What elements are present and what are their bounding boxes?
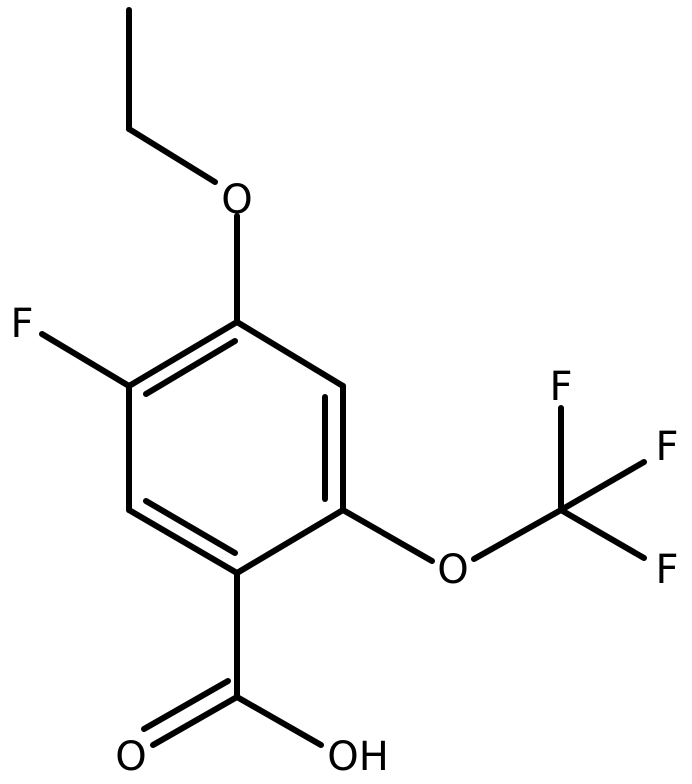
bond-cf3-fluorine-bottom	[558, 507, 647, 561]
bond-ring-c4-c3	[234, 319, 346, 389]
bond-ring-c5-fluorine	[39, 331, 132, 389]
bond-carboxyl-hydroxyl	[234, 694, 324, 748]
bond-ring-c1-c6	[126, 507, 240, 576]
bond-ring-c2-c1	[234, 507, 346, 576]
bond-ethyl-ch2-oxygen	[126, 126, 218, 185]
ocf3-oxygen-label: O	[437, 547, 468, 593]
bond-ring-inner-c1-c6	[143, 498, 238, 556]
bond-ring-inner-c5-c4	[143, 338, 238, 397]
cf3-fluorine-bottom-label: F	[655, 547, 678, 593]
bond-carbonyl-outer	[150, 694, 240, 748]
bond-oxygen-cf3-carbon	[471, 507, 564, 562]
ring-fluorine-label: F	[10, 301, 33, 347]
bond-cf3-fluorine-mid	[558, 459, 647, 513]
cf3-fluorine-mid-label: F	[655, 424, 678, 470]
bond-ring-c2-oxygen	[340, 507, 435, 564]
bond-carbonyl-inner	[141, 678, 231, 732]
carbonyl-oxygen-label: O	[115, 734, 146, 780]
hydroxyl-label: OH	[327, 734, 389, 780]
bond-ring-c5-c4	[126, 319, 240, 389]
cf3-fluorine-top-label: F	[549, 364, 572, 410]
ether-oxygen-label: O	[221, 177, 252, 223]
